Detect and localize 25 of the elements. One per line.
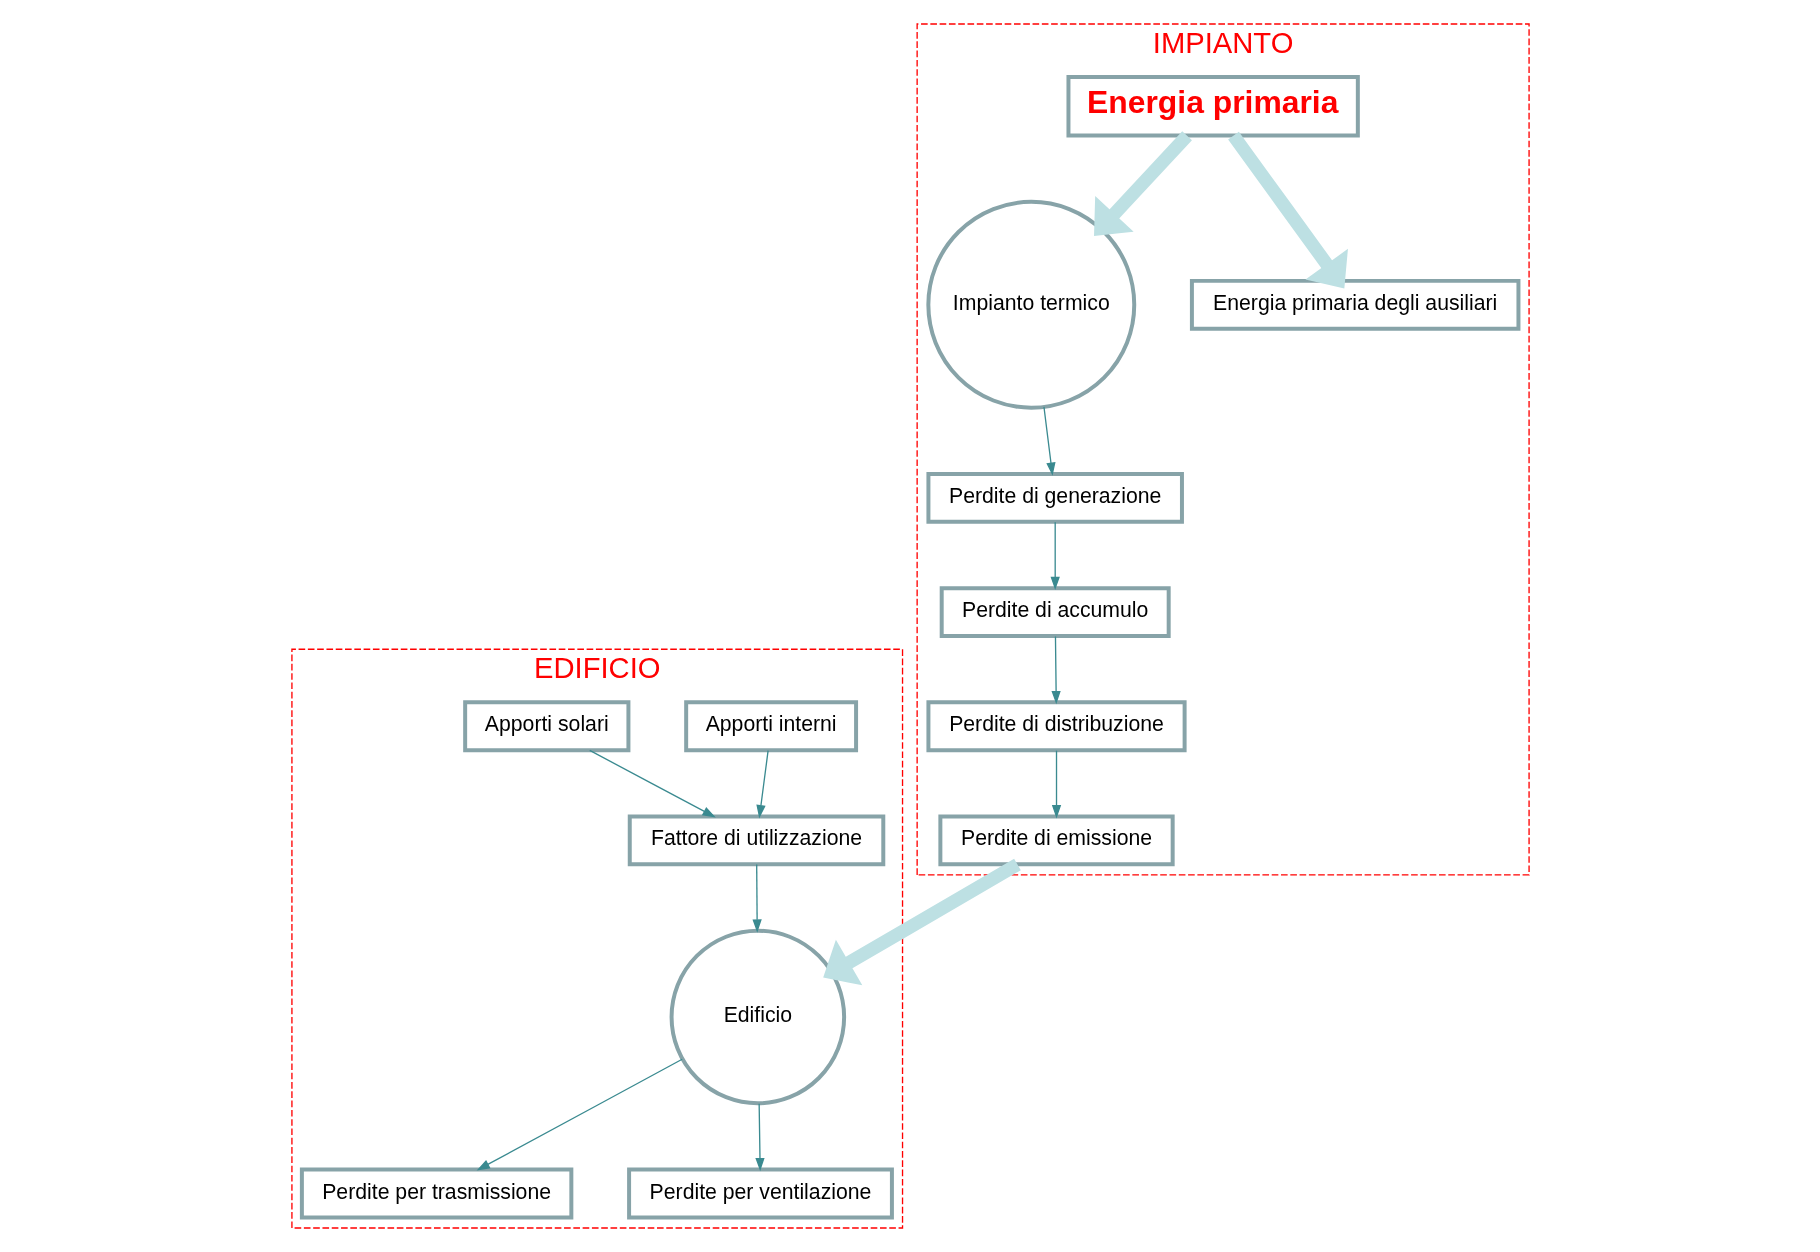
arrow bbox=[755, 750, 769, 819]
node-box: Energia primaria bbox=[1065, 75, 1360, 138]
arrow bbox=[1050, 521, 1060, 591]
node-box: Perdite per ventilazione bbox=[626, 1167, 894, 1220]
node-box: Energia primaria degli ausiliari bbox=[1189, 278, 1520, 331]
arrow bbox=[1042, 406, 1056, 476]
arrow bbox=[1227, 131, 1348, 289]
node-box: Perdite di distribuzione bbox=[925, 700, 1187, 753]
node-box: Apporti interni bbox=[683, 700, 858, 753]
arrow bbox=[754, 1103, 765, 1172]
node-box: Apporti solari bbox=[462, 700, 630, 753]
arrow bbox=[1093, 131, 1192, 236]
node-box: Fattore di utilizzazione bbox=[627, 814, 885, 867]
arrow bbox=[751, 863, 762, 933]
node-box: Perdite per trasmissione bbox=[299, 1167, 573, 1220]
node-box: Perdite di emissione bbox=[937, 814, 1175, 867]
arrow bbox=[588, 749, 716, 818]
node-box: Perdite di generazione bbox=[925, 472, 1184, 524]
node-circle: Edificio bbox=[669, 928, 846, 1106]
arrow bbox=[476, 1058, 683, 1171]
arrow bbox=[1050, 635, 1061, 705]
arrow bbox=[1051, 750, 1061, 819]
node-box: Perdite di accumulo bbox=[939, 586, 1171, 638]
arrow bbox=[822, 858, 1021, 986]
node-circle: Impianto termico bbox=[925, 199, 1136, 410]
